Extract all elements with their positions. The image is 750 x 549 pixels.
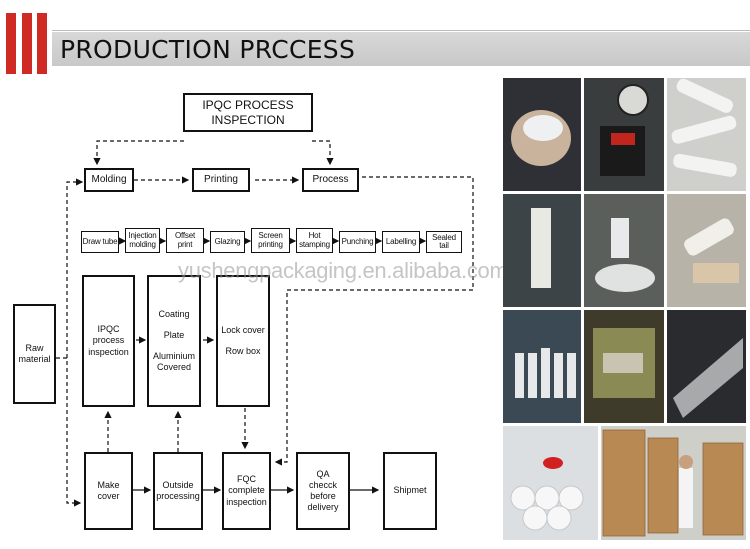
watermark: yushengpackaging.en.alibaba.com xyxy=(178,258,508,283)
sub-step: Sealed tail xyxy=(426,231,462,253)
ipqc-top-line2: INSPECTION xyxy=(211,112,285,127)
make-cover-line2: cover xyxy=(97,491,120,501)
sub-step: Injection molding xyxy=(125,228,160,253)
ipqc-mid-line2: process xyxy=(92,335,125,346)
lock-line1: Lock cover xyxy=(221,324,265,335)
fqc-line2: complete xyxy=(228,485,265,496)
coating-line2: Plate xyxy=(163,330,185,341)
header-rule xyxy=(52,30,750,31)
lock-line2: Row box xyxy=(225,346,261,356)
coating-line1: Coating xyxy=(158,308,190,319)
accent-bar-2 xyxy=(22,13,32,74)
sub-step: Glazing xyxy=(210,231,245,253)
photo-grid xyxy=(503,78,746,540)
outside-line2: processing xyxy=(156,491,200,501)
sub-step-label: Glazing xyxy=(214,236,241,246)
ipqc-mid-line1: IPQC xyxy=(97,324,120,335)
process-label: Process xyxy=(312,173,349,185)
fqc-line1: FQC xyxy=(237,474,256,485)
qa-line1: QA xyxy=(316,468,330,479)
accent-bar-1 xyxy=(6,13,16,74)
make-cover-line1: Make xyxy=(97,479,120,490)
sub-step-label: Offset print xyxy=(175,231,195,249)
sub-step: Punching xyxy=(339,231,376,253)
printing-box: Printing xyxy=(192,168,250,192)
ipqc-mid-line3: inspection xyxy=(88,346,129,357)
coating-line4: Covered xyxy=(156,362,191,373)
header-band xyxy=(52,32,750,66)
photo-collage xyxy=(503,78,746,540)
accent-bar-3 xyxy=(37,13,47,74)
process-box: Process xyxy=(302,168,359,192)
coating-line3: Aluminium xyxy=(152,351,195,362)
qa-line2: checck xyxy=(308,479,337,490)
raw-line1: Raw xyxy=(25,342,44,353)
shipmet-label: Shipmet xyxy=(393,485,427,496)
sub-step-label: Injection molding xyxy=(128,231,157,249)
sub-step-label: Labelling xyxy=(385,236,417,246)
qa-line4: delivery xyxy=(307,502,339,513)
raw-line2: material xyxy=(18,354,51,364)
sub-step: Labelling xyxy=(382,231,420,253)
sub-step-label: Punching xyxy=(341,236,374,246)
fqc-line3: inspection xyxy=(226,496,267,507)
page-title: PRODUCTION PRCCESS xyxy=(60,35,356,64)
molding-label: Molding xyxy=(91,173,127,185)
sub-step: Screen printing xyxy=(251,228,290,253)
sub-step-label: Draw tube xyxy=(82,236,118,246)
sub-step-label: Sealed tail xyxy=(432,232,456,250)
sub-step-label: Screen printing xyxy=(258,231,283,249)
qa-line3: before xyxy=(310,491,336,501)
sub-step: Offset print xyxy=(166,228,204,253)
sub-step-label: Hot stamping xyxy=(299,231,330,249)
sub-step: Hot stamping xyxy=(296,228,333,253)
sub-step: Draw tube xyxy=(81,231,119,253)
shipmet-box: Shipmet xyxy=(383,452,437,530)
outside-line1: Outside xyxy=(162,479,194,490)
molding-box: Molding xyxy=(84,168,134,192)
printing-label: Printing xyxy=(204,173,238,185)
ipqc-top-line1: IPQC PROCESS xyxy=(202,97,294,112)
